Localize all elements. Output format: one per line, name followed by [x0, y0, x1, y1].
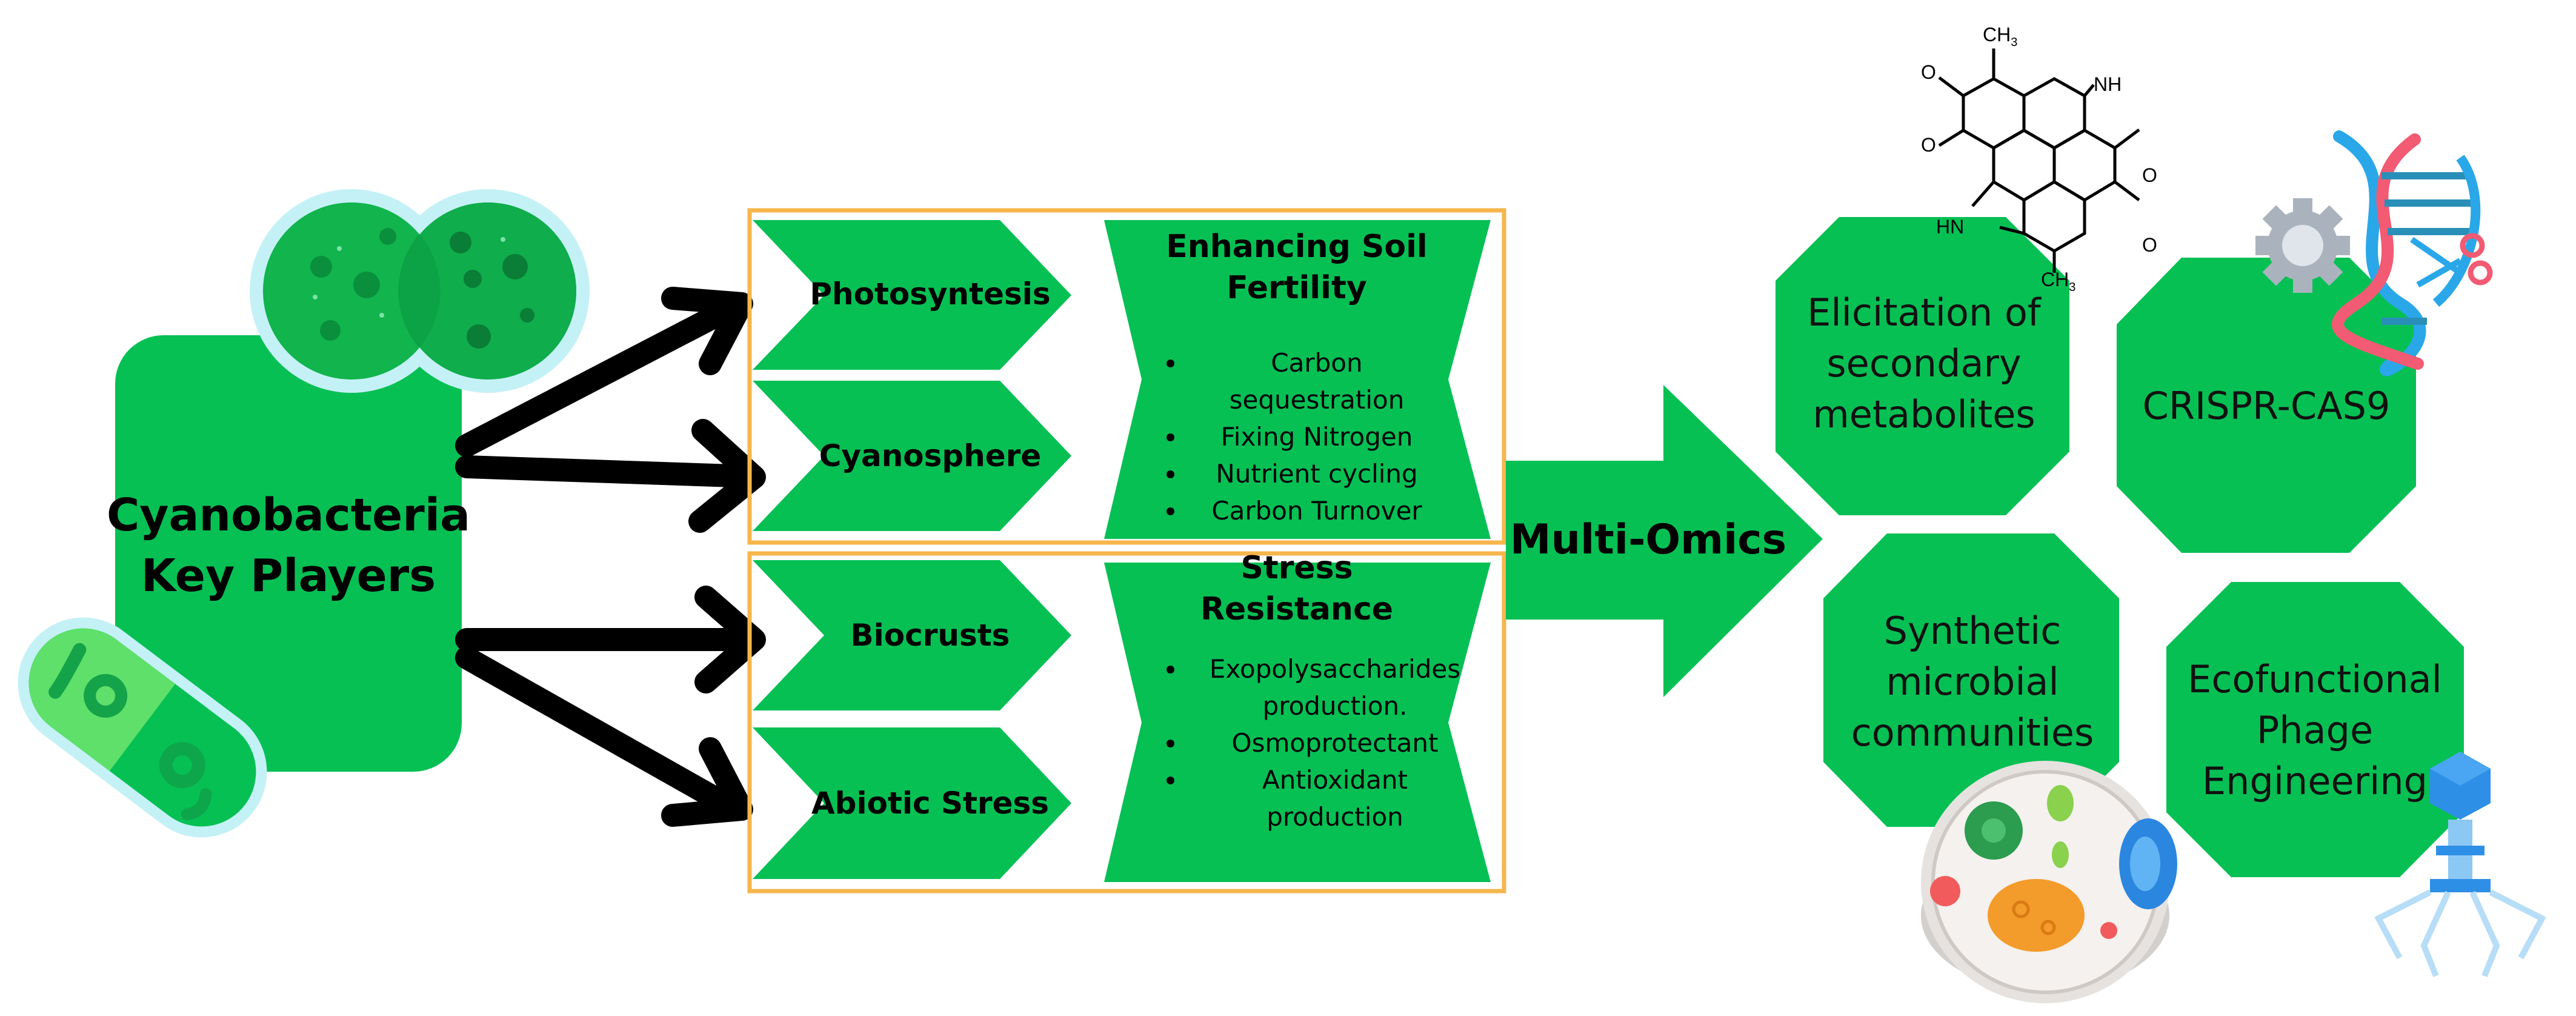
molecule-atom-labels: CH3 NH O O O O HN CH3	[1921, 24, 2157, 294]
soil-box-bullets: Carbon sequestration Fixing Nitrogen Nut…	[1151, 344, 1441, 529]
soil-bullet: Fixing Nitrogen	[1186, 418, 1441, 455]
arrow-head-1	[661, 287, 753, 375]
molecule-o-4: O	[2142, 234, 2157, 256]
gear-icon	[2255, 198, 2350, 293]
molecule-ch3-bottom: CH3	[2041, 269, 2075, 294]
elicitation-label: Elicitation of secondary metabolites	[1807, 290, 2041, 436]
molecule-nh: NH	[2094, 73, 2122, 95]
phage-octagon	[2166, 582, 2464, 877]
soil-fertility-frame	[747, 208, 1506, 545]
crispr-label: CRISPR-CAS9	[2142, 384, 2391, 428]
photosyntesis-chevron	[753, 220, 1071, 370]
arrow-head-3	[694, 586, 766, 693]
photosyntesis-label: Photosyntesis	[810, 276, 1051, 312]
arrow-to-photosyntesis	[455, 300, 736, 457]
arrow-to-abiotic-stress	[455, 646, 736, 815]
synthetic-communities-label: Synthetic microbial communities	[1851, 609, 2094, 755]
pathway-arrows	[455, 287, 766, 827]
multi-omics-arrow	[1506, 385, 1823, 697]
molecule-ch3-top: CH3	[1983, 24, 2017, 49]
key-players-line-1: Cyanobacteria	[106, 489, 471, 541]
dna-scissors-icon	[2255, 130, 2493, 376]
cyanobacteria-colony-icon	[250, 189, 590, 393]
molecule-hn: HN	[1936, 216, 1964, 238]
molecule-o-3: O	[2142, 164, 2157, 186]
multi-omics-label: Multi-Omics	[1509, 515, 1787, 564]
molecule-o-2: O	[1921, 134, 1936, 156]
cyanosphere-chevron	[753, 381, 1071, 531]
arrow-head-4	[661, 737, 753, 827]
biocrusts-label: Biocrusts	[850, 618, 1010, 653]
stress-box-title: Stress Resistance	[1200, 550, 1394, 627]
key-players-line-2: Key Players	[141, 550, 436, 602]
synthetic-communities-octagon	[1823, 533, 2119, 827]
molecule-structure-icon	[1938, 48, 2140, 273]
stress-resistance-box	[1104, 563, 1491, 882]
elicitation-octagon	[1776, 217, 2069, 515]
soil-fertility-box	[1104, 220, 1491, 539]
arrow-to-cyanosphere	[455, 455, 745, 487]
abiotic-stress-label: Abiotic Stress	[811, 786, 1050, 821]
biocrusts-chevron	[753, 560, 1071, 710]
stress-bullet: Antioxidant production	[1186, 761, 1477, 835]
soil-bullet: Carbon sequestration	[1186, 344, 1441, 418]
petri-dish-icon	[1921, 761, 2177, 1003]
stress-bullet: Osmoprotectant	[1186, 724, 1477, 761]
molecule-o-1: O	[1921, 61, 1936, 83]
cyanobacteria-rod-icon	[18, 617, 267, 838]
soil-box-title: Enhancing Soil Fertility	[1166, 229, 1428, 306]
abiotic-stress-chevron	[753, 727, 1071, 879]
key-players-title: Cyanobacteria Key Players	[107, 485, 470, 606]
soil-bullet: Nutrient cycling	[1186, 455, 1441, 492]
phage-label: Ecofunctional Phage Engineering	[2188, 657, 2442, 803]
stress-bullet: Exopolysaccharides production.	[1186, 650, 1477, 724]
bacteriophage-icon	[2374, 752, 2546, 977]
key-players-box	[115, 335, 462, 772]
cyanosphere-label: Cyanosphere	[819, 438, 1042, 473]
arrow-head-2	[688, 419, 766, 533]
soil-bullet: Carbon Turnover	[1186, 492, 1441, 529]
stress-resistance-frame	[747, 551, 1506, 894]
stress-box-bullets: Exopolysaccharides production. Osmoprote…	[1151, 650, 1477, 835]
